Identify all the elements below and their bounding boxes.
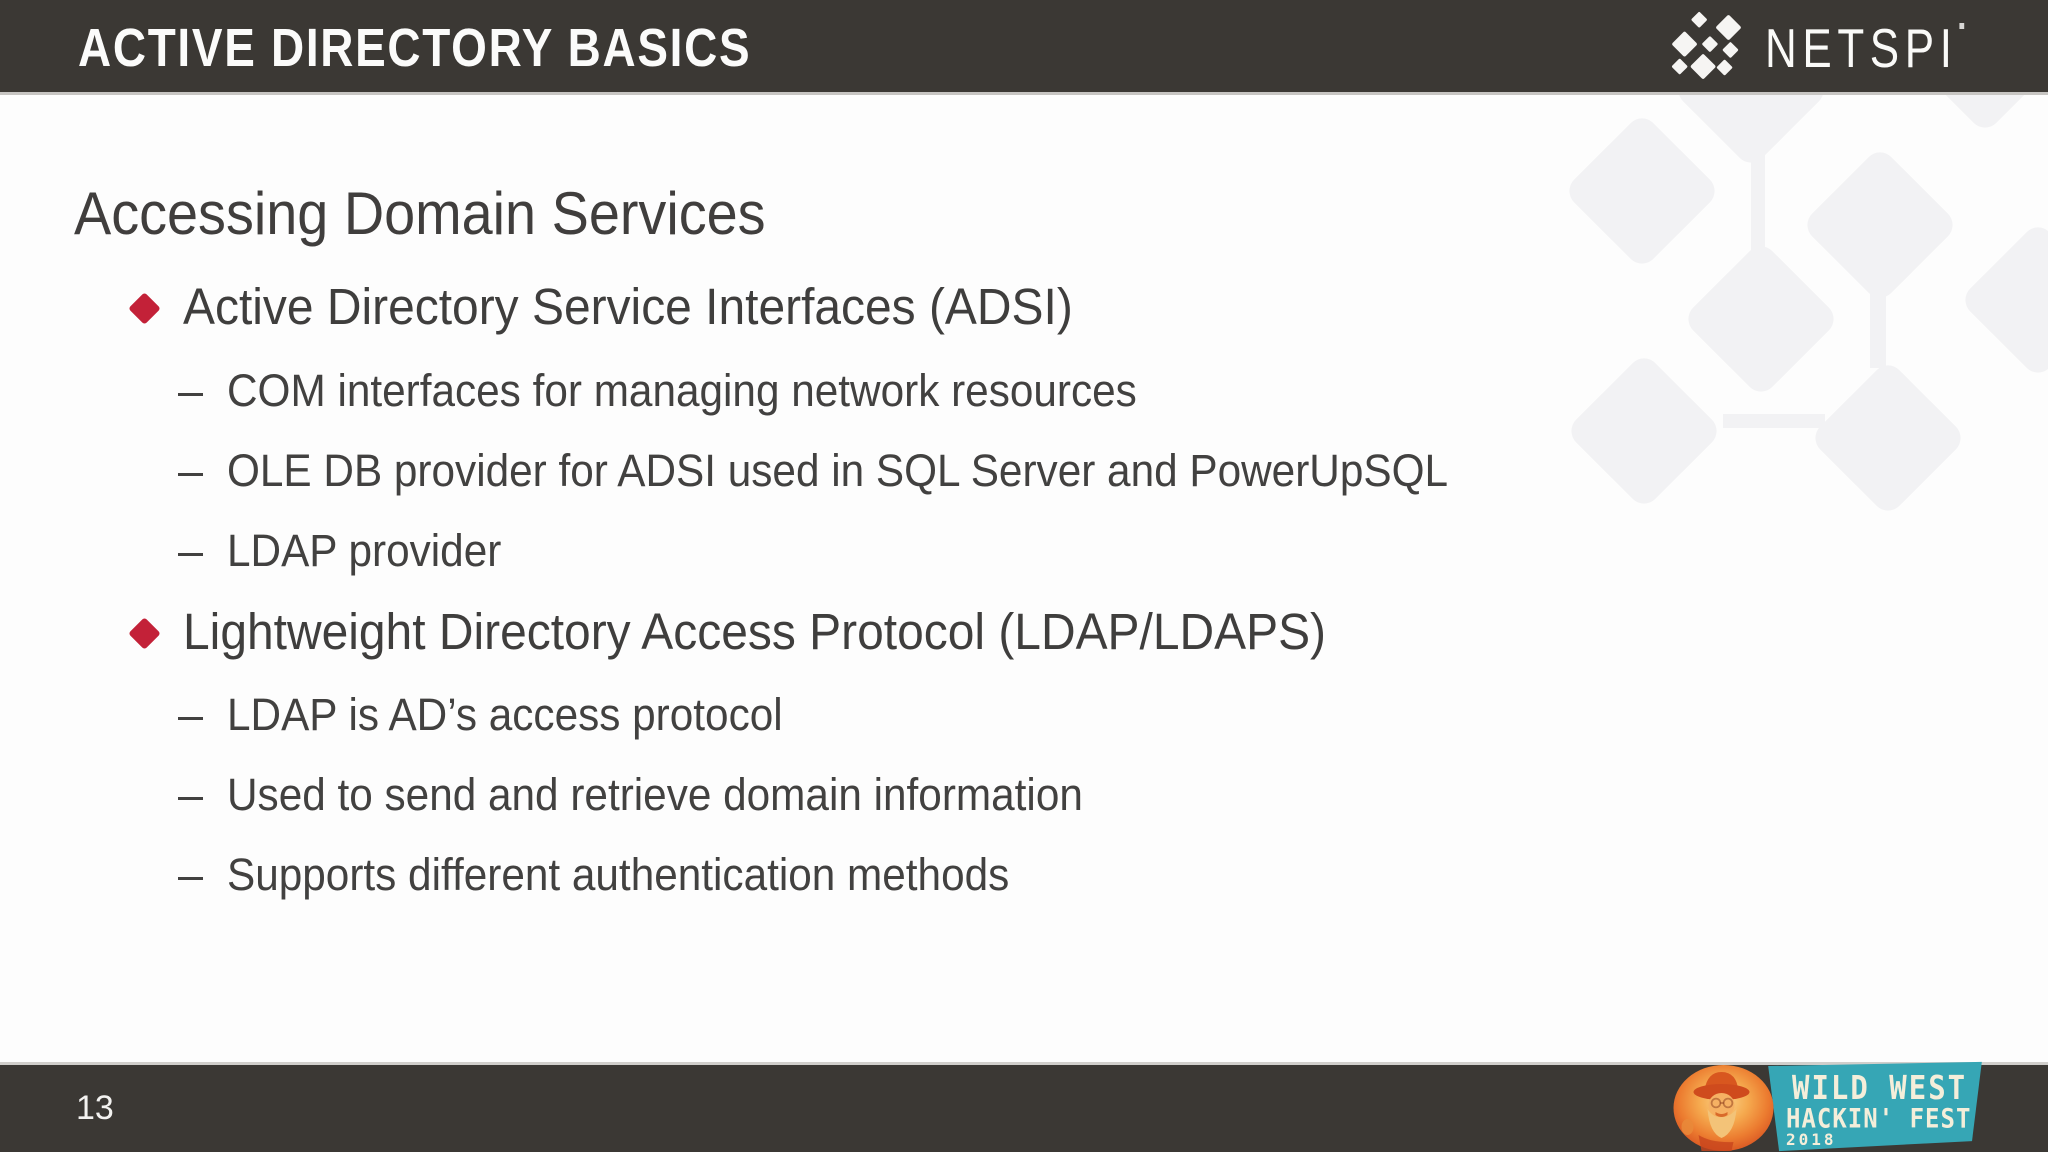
wwhf-prospector-portrait [1673,1065,1774,1151]
diamond-bullet-icon [128,292,161,325]
dash-bullet: – [178,524,204,576]
trademark-mark [1959,22,1965,29]
wwhf-line1: WILD WEST [1792,1069,1968,1108]
bullet-text: LDAP provider [227,524,502,576]
bullet-item: Lightweight Directory Access Protocol (L… [128,603,1399,660]
bullet-item: – OLE DB provider for ADSI used in SQL S… [178,445,1526,496]
dash-bullet: – [178,444,204,496]
bullet-item: – COM interfaces for managing network re… [178,365,1195,416]
bullet-item: – LDAP provider [178,525,519,576]
bullet-text: OLE DB provider for ADSI used in SQL Ser… [227,444,1449,496]
page-heading: Accessing Domain Services [74,180,766,247]
wwhf-logo: WILD WEST HACKIN' FEST 2018 [1660,1058,2048,1152]
slide-title: ACTIVE DIRECTORY BASICS [78,18,752,78]
wwhf-line2: HACKIN' FEST [1786,1103,1972,1135]
dash-bullet: – [178,848,204,900]
wwhf-line3: 2018 [1786,1130,1837,1149]
netspi-logo: NETSPI [1663,6,2014,90]
bullet-item: – Used to send and retrieve domain infor… [178,769,1138,820]
diamond-bullet-icon [128,617,161,650]
bullet-text: Active Directory Service Interfaces (ADS… [183,278,1073,335]
netspi-wordmark: NETSPI [1765,20,1965,76]
dash-bullet: – [178,768,204,820]
netspi-diamonds-icon [1672,12,1742,79]
bullet-item: – LDAP is AD’s access protocol [178,689,818,740]
bullet-item: Active Directory Service Interfaces (ADS… [128,278,1130,335]
dash-bullet: – [178,688,204,740]
page-number: 13 [76,1089,114,1127]
dash-bullet: – [178,364,204,416]
bullet-text: Used to send and retrieve domain informa… [227,768,1083,820]
bullet-text: LDAP is AD’s access protocol [227,688,783,740]
bullet-text: COM interfaces for managing network reso… [227,364,1137,416]
bullet-item: – Supports different authentication meth… [178,849,1059,900]
wwhf-banner: WILD WEST HACKIN' FEST 2018 [1768,1061,1982,1152]
bullet-text: Supports different authentication method… [227,848,1010,900]
bullet-text: Lightweight Directory Access Protocol (L… [183,603,1327,660]
